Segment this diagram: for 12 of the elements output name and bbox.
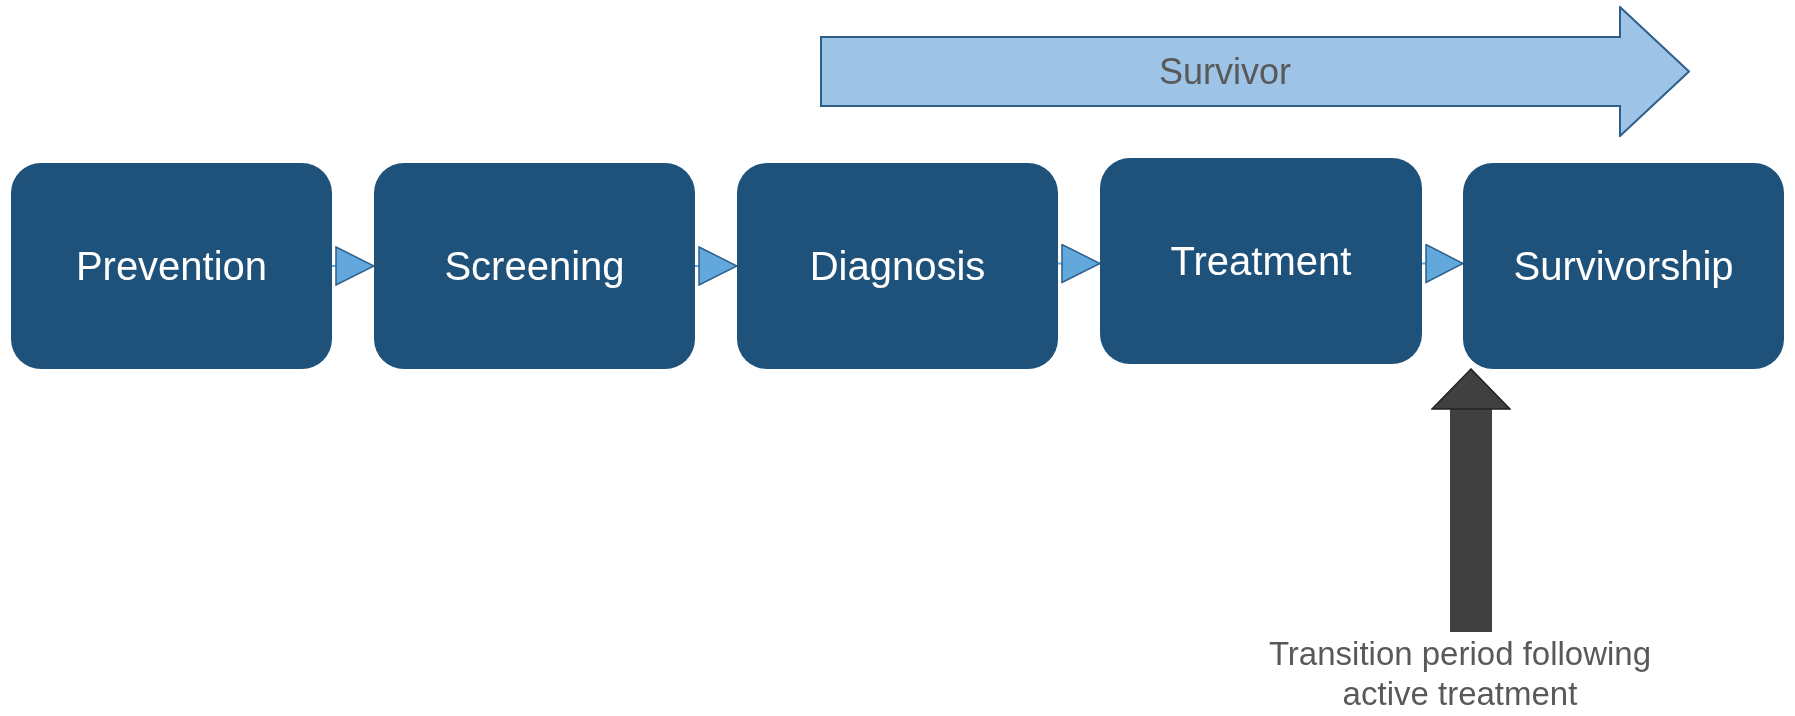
- arrow: [1431, 368, 1511, 632]
- arrow: [694, 246, 738, 286]
- arrow: [1057, 243, 1101, 284]
- stage-box: Survivorship: [1463, 163, 1784, 369]
- stage-box: Treatment: [1100, 158, 1422, 364]
- arrow: [1421, 243, 1464, 284]
- caption-text: Transition period following active treatment: [1225, 632, 1695, 716]
- stage-box: Screening: [374, 163, 695, 369]
- stage-box: Prevention: [11, 163, 332, 369]
- arrow: [331, 246, 375, 286]
- stage-box: Diagnosis: [737, 163, 1058, 369]
- arrow-label: Survivor: [1159, 50, 1291, 93]
